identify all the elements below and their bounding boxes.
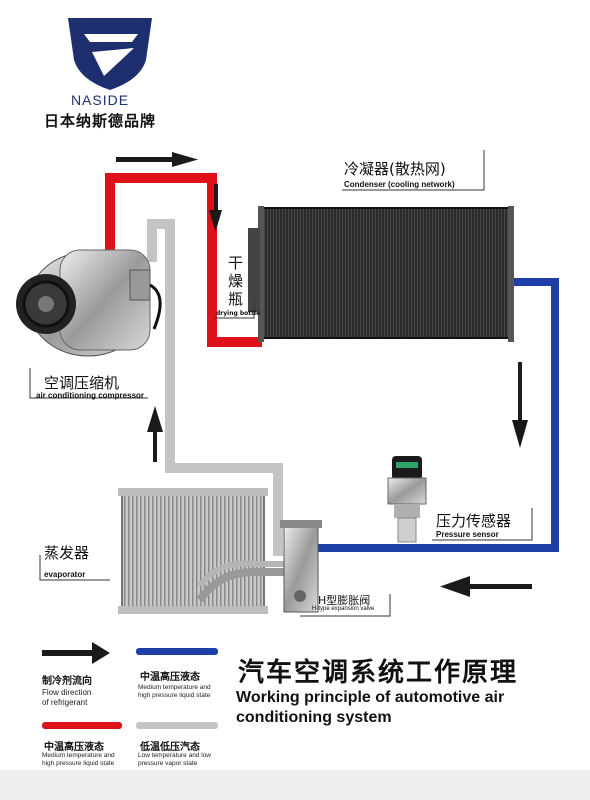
evaporator-illustration — [118, 488, 284, 614]
legend-gray-bar — [136, 722, 218, 729]
expansion-valve-label-zh: H型膨胀阀 — [318, 594, 371, 607]
expansion-valve-illustration — [280, 520, 322, 613]
pressure-sensor-label-zh: 压力传感器 — [436, 512, 512, 530]
arrow-down-right — [512, 362, 528, 448]
evaporator-label-en: evaporator — [44, 570, 86, 579]
legend-blue-en2: high pressure liquid state — [138, 692, 211, 699]
legend-flow-zh: 制冷剂流向 — [42, 676, 92, 687]
naside-logo — [68, 18, 152, 90]
legend-gray-en2: pressure vapor state — [138, 760, 198, 767]
expansion-valve-label-en: H-type expansion valve — [312, 606, 375, 612]
legend-red-zh: 中温高压液态 — [44, 742, 104, 753]
legend-flow-en1: Flow direction — [42, 688, 92, 697]
page-subtitle-line2: conditioning system — [236, 709, 392, 726]
red-pipe — [105, 173, 262, 347]
legend-flow-arrow — [42, 642, 110, 664]
condenser-label-en: Condenser (cooling network) — [344, 180, 455, 189]
evaporator-label-zh: 蒸发器 — [44, 544, 90, 562]
drying-bottle-label-zh: 干 燥 瓶 — [228, 254, 244, 308]
drying-bottle-label-en: drying bottle — [216, 310, 261, 317]
legend-blue-bar — [136, 648, 218, 655]
arrow-down-drying — [209, 184, 222, 232]
compressor-label-zh: 空调压缩机 — [44, 374, 120, 392]
pressure-sensor-label-en: Pressure sensor — [436, 530, 499, 539]
legend-blue-zh: 中温高压液态 — [140, 672, 200, 683]
legend-red-bar — [42, 722, 122, 729]
arrow-right-top — [116, 152, 198, 167]
condenser-label-zh: 冷凝器(散热网) — [344, 160, 446, 178]
arrow-up-left — [147, 406, 163, 462]
brand-name: NASIDE — [70, 92, 130, 108]
legend-blue-en1: Medium temperature and — [138, 684, 211, 691]
page-title: 汽车空调系统工作原理 — [238, 658, 519, 688]
legend-gray-en1: Low temperature and low — [138, 752, 211, 759]
footer-band — [0, 770, 590, 800]
page-subtitle: Working principle of automotive air cond… — [236, 688, 576, 728]
pressure-sensor-illustration — [387, 456, 427, 543]
condenser-illustration — [248, 206, 514, 342]
legend-red-en1: Medium temperature and — [42, 752, 115, 759]
legend-red-en2: high pressure liquid state — [42, 760, 115, 767]
compressor-label-en: air conditioning compressor — [36, 391, 145, 400]
gray-pipe — [147, 219, 283, 556]
compressor-illustration — [16, 249, 162, 357]
legend-gray-zh: 低温低压汽态 — [140, 742, 200, 753]
brand-subtitle: 日本纳斯德品牌 — [43, 112, 156, 130]
blue-pipe — [310, 278, 559, 552]
legend-flow-en2: of refrigerant — [42, 698, 88, 707]
page-subtitle-line1: Working principle of automotive air — [236, 689, 505, 706]
arrow-left-bottom — [440, 576, 532, 597]
